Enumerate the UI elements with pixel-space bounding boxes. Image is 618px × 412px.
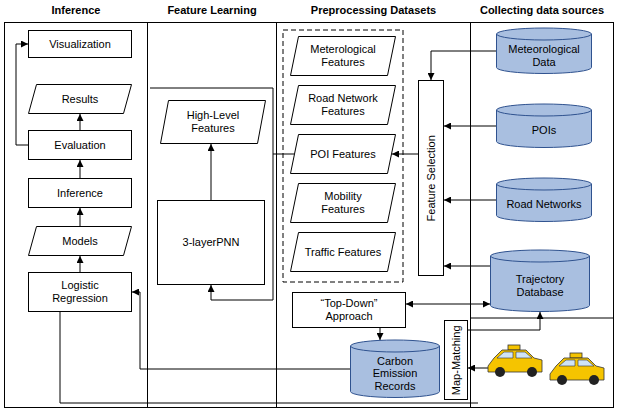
connector-arrow — [444, 266, 490, 267]
connector-arrow — [211, 144, 212, 200]
database-cylinder: Road Networks — [496, 178, 592, 222]
database-cylinder: Carbon Emission Records — [350, 340, 440, 398]
connector-arrow — [392, 154, 418, 155]
connector-arrow — [80, 114, 81, 130]
column-panel: Meterological FeaturesRoad Network Featu… — [276, 22, 471, 408]
connector-arrow — [406, 304, 490, 305]
feature-group-outline — [283, 30, 403, 282]
node-label: POIs — [532, 124, 556, 137]
data-parallelogram: High-Level Features — [160, 100, 266, 144]
node-label: Map-Matching — [450, 325, 463, 395]
database-cylinder: Trajectory Database — [490, 250, 590, 312]
connector-arrow — [468, 312, 540, 330]
node-label: High-Level Features — [172, 109, 254, 134]
node-label: Results — [62, 93, 99, 106]
process-box: Inference — [28, 178, 132, 208]
node-label: Traffic Features — [305, 246, 381, 259]
column-panel: High-Level Features3-layerPNNFeature Lea… — [147, 22, 277, 408]
connector-arrow — [16, 44, 28, 145]
process-box: Logistic Regression — [28, 272, 132, 312]
column-panel: Meteorological DataPOIsRoad NetworksTraj… — [470, 22, 614, 408]
node-label: Mobility Features — [302, 190, 384, 215]
region-divider — [470, 318, 614, 319]
column-panel: VisualizationResultsEvaluationInferenceM… — [4, 22, 148, 408]
node-label: Trajectory Database — [494, 273, 586, 298]
database-cylinder: Meteorological Data — [496, 28, 592, 74]
data-parallelogram: Mobility Features — [290, 183, 396, 223]
node-label: Models — [62, 235, 97, 248]
node-label: “Top-Down” Approach — [297, 297, 401, 322]
process-box: “Top-Down” Approach — [292, 292, 406, 328]
connector-arrow — [431, 51, 496, 80]
database-cylinder: POIs — [496, 104, 592, 148]
column-heading: Feature Learning — [148, 4, 276, 17]
connector-arrow — [380, 328, 381, 340]
node-label: Visualization — [49, 38, 111, 51]
column-heading: Preprocessing Datasets — [277, 4, 470, 17]
vertical-process-box: Feature Selection — [418, 80, 444, 276]
column-heading: Inference — [5, 4, 147, 17]
data-parallelogram: Traffic Features — [290, 232, 396, 272]
taxi-icon — [550, 353, 604, 385]
process-box: 3-layerPNN — [157, 200, 265, 285]
node-label: Inference — [57, 187, 103, 200]
vertical-process-box: Map-Matching — [444, 320, 468, 400]
process-box: Evaluation — [28, 130, 132, 160]
node-label: 3-layerPNN — [183, 236, 240, 249]
node-label: Carbon Emission Records — [354, 355, 436, 393]
data-parallelogram: Results — [28, 84, 132, 114]
data-parallelogram: Meterological Features — [290, 36, 396, 76]
node-label: Evaluation — [54, 139, 105, 152]
taxi-icon — [488, 345, 542, 377]
node-label: Feature Selection — [425, 135, 438, 221]
data-parallelogram: Models — [28, 226, 132, 256]
feed-line — [60, 312, 478, 403]
taxi-feed-line — [468, 368, 488, 369]
node-label: Road Network Features — [302, 92, 384, 117]
node-label: Meteorological Data — [500, 43, 588, 68]
connector-arrow — [80, 208, 81, 226]
connector-arrow — [80, 256, 81, 272]
node-label: Meterological Features — [302, 43, 384, 68]
process-box: Visualization — [28, 30, 132, 58]
column-heading: Collecting data sources — [471, 4, 613, 17]
connector-arrow — [80, 160, 81, 178]
node-label: Road Networks — [506, 198, 581, 211]
data-parallelogram: POI Features — [290, 134, 396, 174]
node-label: POI Features — [310, 148, 375, 161]
data-parallelogram: Road Network Features — [290, 85, 396, 125]
node-label: Logistic Regression — [33, 279, 127, 304]
